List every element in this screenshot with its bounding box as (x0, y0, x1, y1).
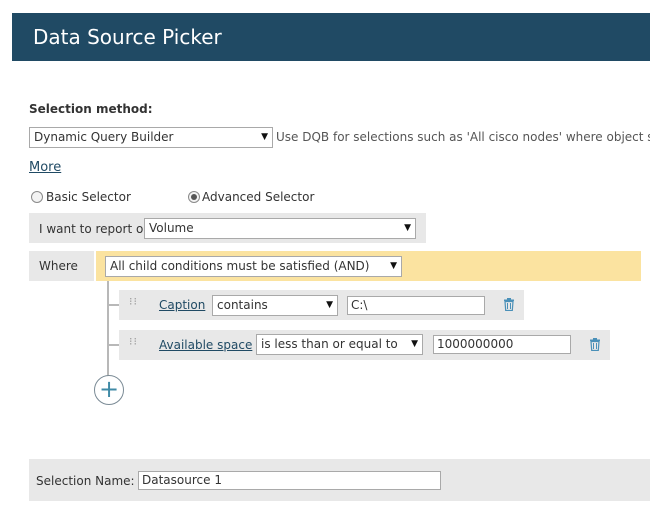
condition-operator-select[interactable]: is less than or equal to ▼ (256, 334, 423, 355)
trash-icon[interactable] (503, 298, 515, 312)
condition-value-input[interactable]: C:\ (347, 296, 485, 315)
chevron-down-icon: ▼ (411, 339, 418, 349)
advanced-selector-radio[interactable] (188, 191, 200, 203)
selection-method-label: Selection method: (29, 102, 153, 116)
chevron-down-icon: ▼ (261, 132, 268, 142)
advanced-selector-label: Advanced Selector (202, 190, 315, 204)
where-label-box (29, 251, 94, 281)
page-header: Data Source Picker (12, 13, 650, 61)
selection-method-value: Dynamic Query Builder (34, 130, 174, 144)
selection-name-input[interactable]: Datasource 1 (138, 471, 441, 490)
report-on-label: I want to report on (39, 222, 151, 236)
condition-field-link[interactable]: Caption (159, 298, 206, 312)
condition-mode-value: All child conditions must be satisfied (… (110, 259, 370, 273)
report-on-value: Volume (149, 221, 194, 235)
drag-handle-icon[interactable]: ⁝⁝ (129, 295, 138, 308)
plus-circle-icon[interactable]: + (94, 375, 124, 405)
where-label: Where (39, 259, 78, 273)
report-on-select[interactable]: Volume ▼ (144, 218, 416, 239)
condition-mode-select[interactable]: All child conditions must be satisfied (… (105, 256, 402, 277)
selection-name-label: Selection Name: (36, 474, 135, 488)
chevron-down-icon: ▼ (390, 261, 397, 271)
tree-branch (107, 304, 119, 306)
basic-selector-radio[interactable] (31, 191, 43, 203)
condition-value-input[interactable]: 1000000000 (433, 335, 571, 354)
selection-method-select[interactable]: Dynamic Query Builder ▼ (29, 127, 273, 148)
tree-branch (107, 344, 119, 346)
condition-operator-select[interactable]: contains ▼ (212, 295, 338, 316)
selection-method-hint: Use DQB for selections such as 'All cisc… (276, 130, 650, 144)
page-title: Data Source Picker (33, 25, 222, 49)
trash-icon[interactable] (589, 338, 601, 352)
chevron-down-icon: ▼ (404, 223, 411, 233)
drag-handle-icon[interactable]: ⁝⁝ (129, 335, 138, 348)
condition-field-link[interactable]: Available space (159, 338, 253, 352)
basic-selector-label: Basic Selector (46, 190, 131, 204)
tree-line (107, 281, 109, 376)
more-link[interactable]: More (29, 160, 62, 175)
condition-operator-value: is less than or equal to (261, 337, 398, 351)
condition-operator-value: contains (217, 298, 268, 312)
chevron-down-icon: ▼ (326, 300, 333, 310)
